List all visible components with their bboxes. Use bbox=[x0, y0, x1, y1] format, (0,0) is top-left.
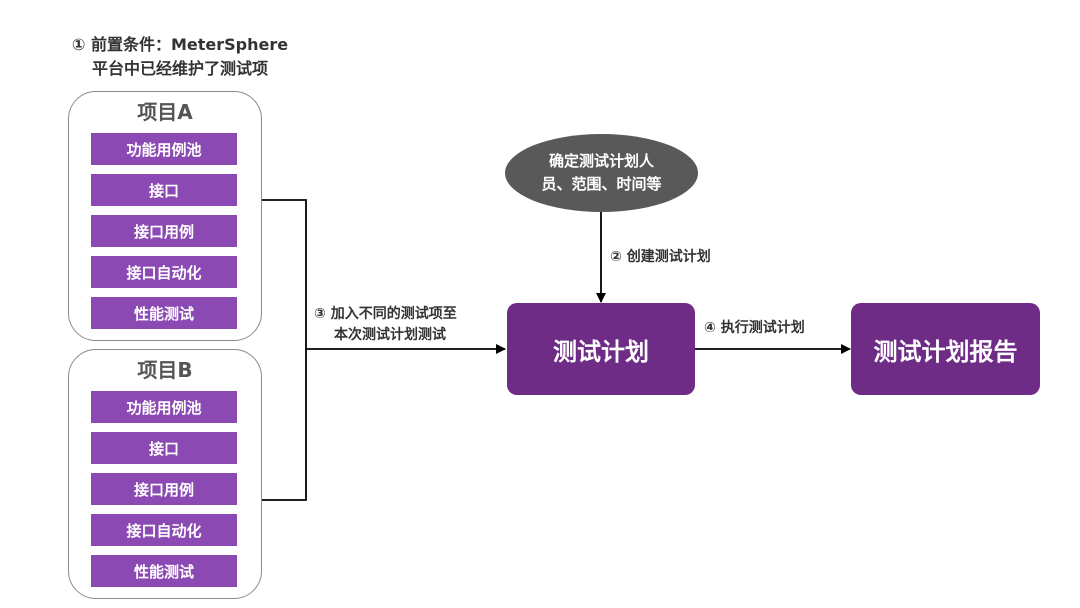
project-b-title: 项目B bbox=[137, 358, 193, 382]
project-a-item-api: 接口 bbox=[91, 174, 237, 206]
step-add-items-label: ③ 加入不同的测试项至 本次测试计划测试 bbox=[314, 304, 504, 346]
bracket-line bbox=[262, 199, 307, 501]
decide-line1: 确定测试计划人 bbox=[548, 152, 654, 170]
precondition-line2: 平台中已经维护了测试项 bbox=[91, 59, 268, 78]
step-add-line2: 本次测试计划测试 bbox=[334, 327, 446, 343]
project-a-item-func-case-pool: 功能用例池 bbox=[91, 133, 237, 165]
project-b-item-performance-test: 性能测试 bbox=[91, 555, 237, 587]
project-a-title: 项目A bbox=[137, 100, 193, 124]
test-plan-node: 测试计划 bbox=[507, 303, 695, 395]
precondition-text: ① 前置条件：MeterSphere 平台中已经维护了测试项 bbox=[40, 33, 320, 81]
project-a-item-api-automation: 接口自动化 bbox=[91, 256, 237, 288]
decide-plan-ellipse: 确定测试计划人 员、范围、时间等 bbox=[505, 134, 698, 212]
precondition-line1: ① 前置条件：MeterSphere bbox=[71, 35, 289, 54]
project-b-box: 项目B 功能用例池 接口 接口用例 接口自动化 性能测试 bbox=[68, 349, 262, 599]
test-plan-report-node: 测试计划报告 bbox=[851, 303, 1040, 395]
project-b-item-api-case: 接口用例 bbox=[91, 473, 237, 505]
project-a-item-api-case: 接口用例 bbox=[91, 215, 237, 247]
decide-line2: 员、范围、时间等 bbox=[541, 175, 662, 193]
project-a-box: 项目A 功能用例池 接口 接口用例 接口自动化 性能测试 bbox=[68, 91, 262, 341]
step-add-line1: ③ 加入不同的测试项至 bbox=[314, 306, 457, 322]
project-a-item-performance-test: 性能测试 bbox=[91, 297, 237, 329]
project-b-item-api: 接口 bbox=[91, 432, 237, 464]
step-execute-label: ④ 执行测试计划 bbox=[704, 320, 805, 336]
project-b-item-func-case-pool: 功能用例池 bbox=[91, 391, 237, 423]
project-b-item-api-automation: 接口自动化 bbox=[91, 514, 237, 546]
step-create-label: ② 创建测试计划 bbox=[610, 249, 711, 265]
